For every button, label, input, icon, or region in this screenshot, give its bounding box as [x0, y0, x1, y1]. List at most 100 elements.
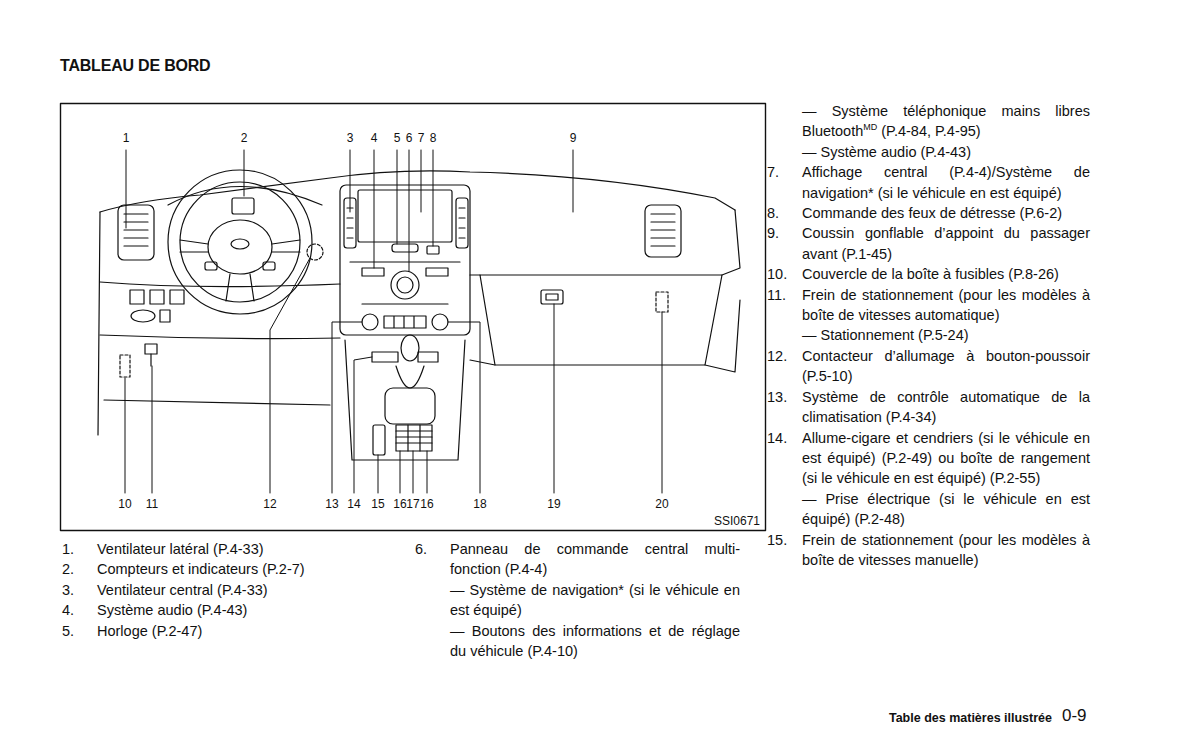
callout-number: 13 [325, 497, 338, 511]
sub-item-text: — Boutons des informations et de réglage… [450, 621, 740, 662]
sub-item-text: — Prise électrique (si le véhicule en es… [802, 489, 1090, 530]
item-number: 2. [62, 559, 97, 579]
left-switches-part [150, 354, 151, 366]
center-console-part [372, 352, 398, 362]
steering-wheel-part [231, 239, 249, 249]
item-text: Horloge (P.2-47) [97, 621, 397, 641]
left-switches-part [145, 344, 157, 354]
center-stack-part [391, 271, 419, 299]
list-item: 11.Frein de stationnement (pour les modè… [767, 285, 1090, 326]
steering-wheel-part [263, 262, 275, 270]
dashboard-outline-part [98, 212, 100, 435]
figure-frame [61, 104, 766, 531]
section-name: Table des matières illustrée [889, 711, 1052, 725]
side-vents-part [651, 214, 675, 246]
leader-lines-part [244, 150, 245, 196]
callout-number: 3 [347, 131, 354, 145]
list-item: 13.Système de contrôle automatique de la… [767, 387, 1090, 428]
leader-lines-part [421, 150, 422, 212]
callout-number: 1 [123, 131, 130, 145]
center-stack-part [350, 261, 460, 262]
item-text: Ventilateur latéral (P.4-33) [97, 539, 397, 559]
dashboard-outline-part [722, 210, 740, 275]
leader-lines-part [354, 357, 372, 493]
left-switches-part [131, 310, 155, 322]
sub-item-text: — Système audio (P.4-43) [802, 142, 1090, 162]
center-stack-part [340, 185, 470, 335]
item-text: Coussin gonflable d’appoint du passager … [802, 223, 1090, 264]
glove-box [480, 275, 722, 365]
callout-number: 11 [146, 497, 158, 511]
item-text: Frein de stationnement (pour les modèles… [802, 285, 1090, 326]
item-number: 4. [62, 600, 97, 620]
item-number: 6. [415, 539, 450, 580]
callout-number: 10 [118, 497, 131, 511]
list-item: 12.Contacteur d’allumage à bouton-pousso… [767, 346, 1090, 387]
leader-lines-part [662, 312, 663, 493]
center-stack-part [427, 246, 439, 254]
dashboard-outline-part [100, 171, 735, 212]
item-number: 3. [62, 580, 97, 600]
callout-number: 16 [420, 497, 433, 511]
center-stack-part [362, 303, 448, 304]
item-text: Système de contrôle automatique de la cl… [802, 387, 1090, 428]
legend-list-column: 6.Panneau de commande central multi-fonc… [415, 539, 740, 661]
glove-box-part [546, 294, 558, 300]
dashboard-outline-part [470, 274, 480, 275]
left-switches-part [170, 290, 184, 304]
list-item: 7.Affichage central (P.4-4)/Système de n… [767, 162, 1090, 203]
item-text: Panneau de commande central multi-foncti… [450, 539, 740, 580]
item-text: Affichage central (P.4-4)/Système de nav… [802, 162, 1090, 203]
page-title: TABLEAU DE BORD [60, 57, 210, 75]
center-console-part [396, 366, 424, 388]
callout-number: 19 [547, 497, 560, 511]
center-console-part [385, 388, 435, 424]
center-stack-part [358, 190, 452, 242]
leader-lines-part [125, 378, 126, 493]
callout-number: 9 [570, 131, 577, 145]
item-number: 8. [767, 203, 802, 223]
figure-code: SSI0671 [714, 514, 760, 528]
callout-number: 5 [394, 131, 401, 145]
steering-wheel-part [180, 182, 300, 302]
sub-item: — Système de navigation* (si le véhicule… [450, 580, 740, 621]
leader-lines-part [270, 258, 310, 493]
legend-list-column: 1.Ventilateur latéral (P.4-33)2.Compteur… [62, 539, 397, 641]
sub-item: — Système téléphonique mains libres Blue… [802, 101, 1090, 142]
dashboard-outline-part [100, 282, 340, 287]
item-text: Frein de stationnement (pour les modèles… [802, 530, 1090, 571]
center-console-part [418, 352, 438, 362]
legend-list-column: — Système téléphonique mains libres Blue… [767, 101, 1090, 570]
item-text: Contacteur d’allumage à bouton-poussoir … [802, 346, 1090, 387]
leader-lines-part [409, 150, 410, 271]
sub-item: — Prise électrique (si le véhicule en es… [802, 489, 1090, 530]
left-switches [120, 290, 184, 377]
list-item: 8.Commande des feux de détresse (P.6-2) [767, 203, 1090, 223]
leader-lines-part [413, 451, 414, 493]
sub-item: — Stationnement (P.5-24) [802, 325, 1090, 345]
center-console-part [401, 335, 419, 361]
dashboard-outline-part [104, 400, 330, 405]
left-switches-part [150, 290, 164, 304]
steering-wheel-part [232, 198, 254, 214]
steering-wheel-part [180, 240, 300, 252]
center-stack-part [426, 268, 448, 276]
leader-lines-part [332, 322, 362, 493]
dashboard-outline-part [100, 335, 340, 339]
list-item: 5.Horloge (P.2-47) [62, 621, 397, 641]
leader-lines-part [448, 322, 480, 493]
steering-wheel [168, 170, 322, 314]
center-stack-part [432, 314, 448, 330]
leader-lines [125, 150, 662, 493]
steering-wheel-part [226, 274, 254, 301]
item-number: 1. [62, 539, 97, 559]
list-item: 15.Frein de stationnement (pour les modè… [767, 530, 1090, 571]
item-number: 5. [62, 621, 97, 641]
item-number: 13. [767, 387, 802, 428]
leader-lines-part [400, 451, 401, 493]
callout-number: 6 [406, 131, 413, 145]
leader-lines-part [554, 304, 555, 493]
list-item: 2.Compteurs et indicateurs (P.2-7) [62, 559, 397, 579]
item-text: Système audio (P.4-43) [97, 600, 397, 620]
